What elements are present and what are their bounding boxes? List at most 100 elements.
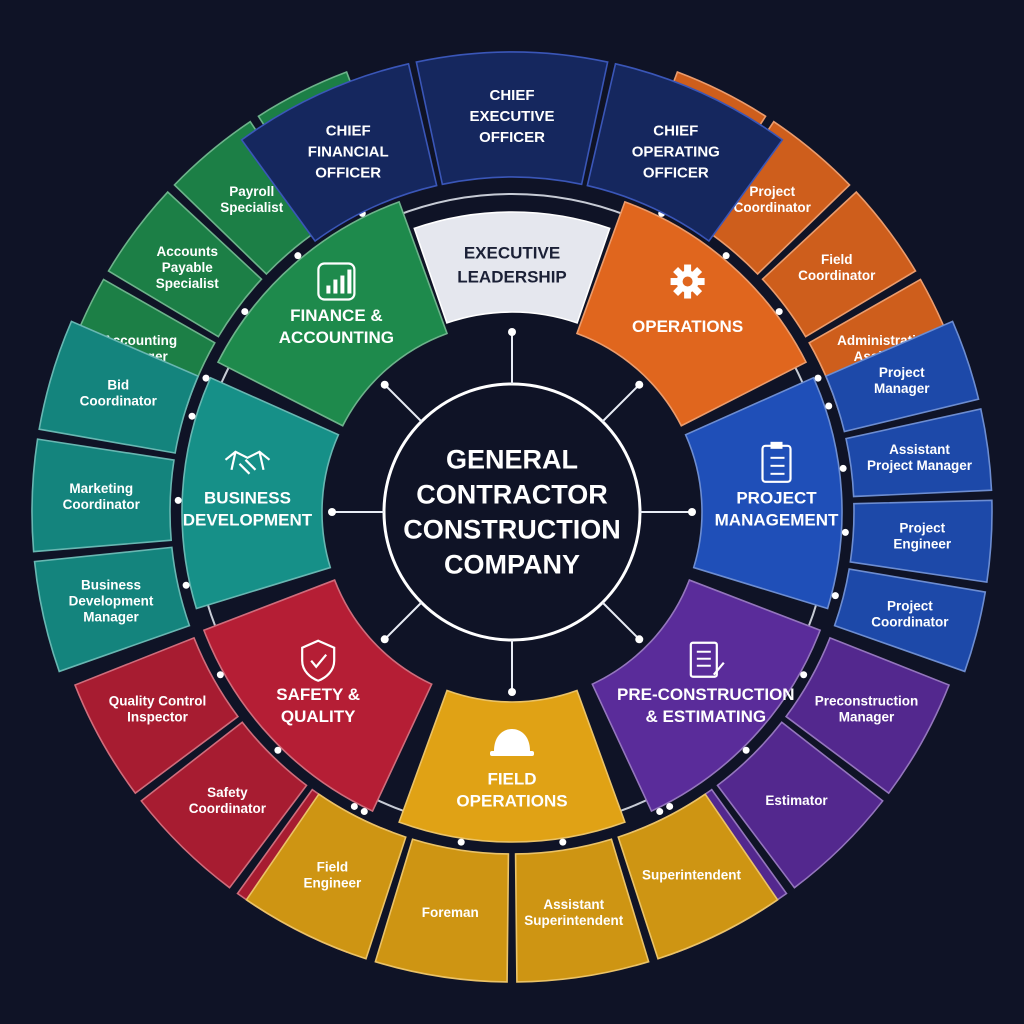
connector-dot xyxy=(841,528,849,536)
officer-tile[interactable] xyxy=(240,62,438,243)
hub-dot xyxy=(688,508,696,516)
handshake-icon xyxy=(224,450,271,475)
role-label-line: Payroll xyxy=(229,184,274,199)
connector-dot xyxy=(241,308,249,316)
role-label-line: Coordinator xyxy=(734,200,812,215)
role-tile[interactable] xyxy=(374,838,510,983)
role-tile[interactable] xyxy=(33,546,191,673)
connector-dot xyxy=(839,464,847,472)
hub-dot xyxy=(635,635,644,644)
connector-dot xyxy=(216,671,224,679)
business-title-line: BUSINESS xyxy=(204,488,291,507)
role-label-line: Manager xyxy=(839,709,895,724)
role-tile[interactable] xyxy=(761,190,917,338)
role-label-line: Marketing xyxy=(69,481,133,496)
officer-tile[interactable] xyxy=(586,62,784,243)
role-tile[interactable] xyxy=(716,721,884,889)
operations-segment[interactable] xyxy=(575,200,808,427)
hub-dot xyxy=(508,328,516,336)
role-label-line: Manager xyxy=(874,381,930,396)
officer-label-line: CHIEF xyxy=(653,123,698,140)
role-tile[interactable] xyxy=(833,568,987,673)
role-tile[interactable] xyxy=(824,320,980,433)
role-tile[interactable] xyxy=(845,407,993,498)
role-tile[interactable] xyxy=(107,190,263,338)
role-tile[interactable] xyxy=(784,636,951,795)
role-label: Estimator xyxy=(765,793,828,808)
role-tile[interactable] xyxy=(617,793,779,960)
role-label-line: Coordinator xyxy=(798,268,876,283)
field-segment[interactable] xyxy=(398,689,626,843)
connector-dot xyxy=(274,746,282,754)
center-title-line: COMPANY xyxy=(444,550,580,580)
hub-dot xyxy=(508,688,516,696)
role-label-line: Inspector xyxy=(127,709,189,724)
business-segment[interactable] xyxy=(181,376,340,610)
chart-icon xyxy=(317,262,356,301)
executive-leadership-tile[interactable] xyxy=(413,211,611,324)
project-segment[interactable] xyxy=(684,376,843,610)
officer-label-line: CHIEF xyxy=(490,87,535,104)
connector-dot xyxy=(294,252,302,260)
connector-dot xyxy=(457,838,465,846)
safety-title: SAFETY &QUALITY xyxy=(276,685,360,726)
role-label-line: Superintendent xyxy=(642,868,742,883)
connector-dot xyxy=(814,374,822,382)
field-title-line: FIELD xyxy=(487,769,536,788)
role-label-line: Bid xyxy=(107,378,129,393)
role-label-line: Project Manager xyxy=(867,458,973,473)
safety-title-line: QUALITY xyxy=(281,707,356,726)
officer-tile[interactable] xyxy=(415,51,609,186)
role-label-line: Project xyxy=(749,184,795,199)
role-label-line: Engineer xyxy=(893,537,952,552)
finance-segment[interactable] xyxy=(216,200,449,427)
role-tile[interactable] xyxy=(849,499,993,584)
role-label-line: Project xyxy=(899,521,945,536)
connector-dot xyxy=(360,808,368,816)
role-tile[interactable] xyxy=(514,838,650,983)
hub-spoke xyxy=(601,384,640,423)
role-label-line: Engineer xyxy=(304,876,363,891)
role-tile[interactable] xyxy=(140,721,308,889)
officer-label-line: OFFICER xyxy=(643,165,709,182)
role-tile[interactable] xyxy=(31,438,175,553)
connector-dot xyxy=(742,746,750,754)
role-label-line: Field xyxy=(821,252,853,267)
role-tile[interactable] xyxy=(245,793,407,960)
center-circle xyxy=(382,382,642,642)
finance-title-line: ACCOUNTING xyxy=(279,328,394,347)
role-label-line: Project xyxy=(887,598,933,613)
role-label-line: Specialist xyxy=(220,200,284,215)
connector-dot xyxy=(800,671,808,679)
gear-icon xyxy=(670,264,705,299)
preconstruction-segment[interactable] xyxy=(591,579,822,813)
role-tile[interactable] xyxy=(38,320,200,454)
safety-segment[interactable] xyxy=(202,579,433,813)
role-label-line: Development xyxy=(69,594,154,609)
role-tile[interactable] xyxy=(73,636,240,795)
connector-dot xyxy=(825,402,833,410)
role-label-line: Specialist xyxy=(156,276,220,291)
project-title-line: PROJECT xyxy=(736,488,817,507)
role-label-line: Project xyxy=(879,365,925,380)
role-label-line: Coordinator xyxy=(871,614,949,629)
connector-dot xyxy=(656,808,664,816)
